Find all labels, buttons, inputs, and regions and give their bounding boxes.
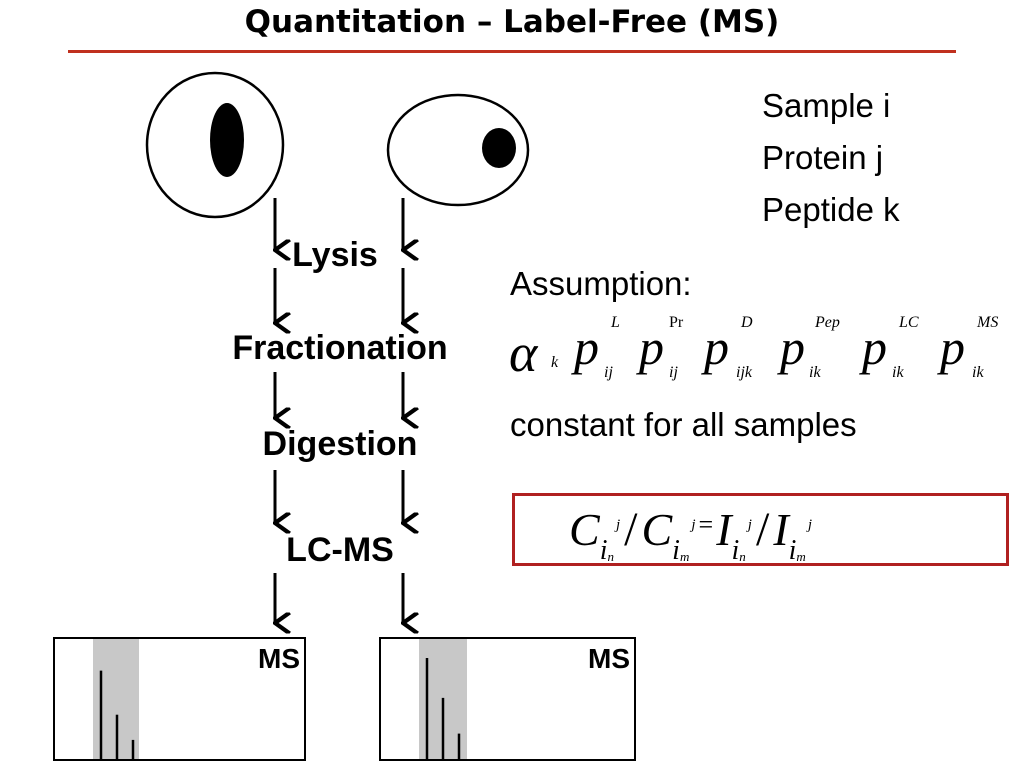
formula-slash: /	[755, 503, 770, 556]
alpha-subscript: k	[551, 354, 559, 371]
ms-spectrum-2-label: MS	[588, 643, 630, 674]
formula-i-n: I	[716, 504, 732, 555]
p-term-5-sup: LC	[899, 314, 919, 331]
assumption-heading: Assumption:	[510, 265, 692, 302]
formula-sup-j: j	[747, 517, 752, 533]
assumption-footer: constant for all samples	[510, 406, 857, 443]
ratio-formula-box: Cinj/Cimj=Iinj/Iimj	[512, 493, 1009, 566]
formula-sup-j: j	[807, 517, 812, 533]
p-term-3-sub: ijk	[736, 364, 752, 381]
ms-spectrum-1-peaks	[99, 670, 135, 759]
cell-2-nucleus	[482, 128, 516, 168]
formula-sub-n: n	[607, 549, 614, 564]
p-term-1-sub: ij	[604, 364, 613, 381]
title-rule	[68, 50, 956, 53]
cell-1-nucleus	[210, 103, 244, 177]
formula-sub-i: i	[672, 535, 680, 566]
formula-i-m: I	[773, 504, 789, 555]
step-fractionation: Fractionation	[232, 329, 448, 367]
formula-equals: =	[698, 510, 714, 539]
p-term-6-sup: MS	[977, 314, 999, 331]
formula-sub-n: n	[739, 549, 746, 564]
ms-spectrum-1-label: MS	[258, 643, 300, 674]
formula-sub-i: i	[599, 535, 608, 566]
formula-sub-i: i	[731, 535, 740, 566]
p-term-5-sub: ik	[892, 364, 904, 381]
p-term-4: p	[780, 319, 805, 375]
legend-sample: Sample i	[762, 87, 891, 124]
p-term-1-sup: L	[611, 314, 620, 331]
p-term-3: p	[704, 319, 729, 375]
formula-sup-j: j	[691, 517, 696, 533]
step-lc-ms: LC-MS	[286, 531, 394, 569]
formula-sub-i: i	[788, 535, 797, 566]
p-term-6-sub: ik	[972, 364, 984, 381]
p-term-3-sup: D	[741, 314, 753, 331]
p-term-5: p	[862, 319, 887, 375]
p-term-1: p	[574, 319, 599, 375]
ratio-formula: Cinj/Cimj=Iinj/Iimj	[569, 502, 812, 567]
assumption-equation: α k p L ij p Pr ij p D ijk p Pep ik p LC…	[507, 310, 1017, 390]
cell-2-membrane	[386, 93, 530, 207]
p-term-6: p	[940, 319, 965, 375]
p-term-2-sub: ij	[669, 364, 678, 381]
formula-c-m: C	[641, 504, 673, 555]
alpha-symbol: α	[509, 323, 538, 383]
p-term-2: p	[639, 319, 664, 375]
p-term-4-sup: Pep	[815, 314, 840, 331]
ms-spectrum-1: MS	[53, 637, 306, 761]
page-title: Quantitation – Label-Free (MS)	[244, 4, 780, 40]
formula-sup-j: j	[615, 517, 621, 533]
step-lysis: Lysis	[292, 236, 378, 274]
cell-1	[145, 71, 285, 219]
p-term-2-sup: Pr	[669, 314, 684, 331]
legend-peptide: Peptide k	[762, 191, 900, 228]
formula-sub-m: m	[679, 549, 690, 564]
p-term-4-sub: ik	[809, 364, 821, 381]
legend: Sample i Protein j Peptide k	[762, 80, 900, 236]
legend-protein: Protein j	[762, 139, 884, 176]
ms-spectrum-2-peaks	[425, 658, 461, 759]
ms-spectrum-2: MS	[379, 637, 636, 761]
formula-sub-m: m	[796, 549, 806, 564]
step-digestion: Digestion	[262, 425, 418, 463]
cell-1-membrane	[145, 71, 285, 219]
formula-c-n: C	[569, 504, 600, 555]
formula-slash: /	[624, 503, 638, 556]
cell-2	[386, 93, 530, 207]
